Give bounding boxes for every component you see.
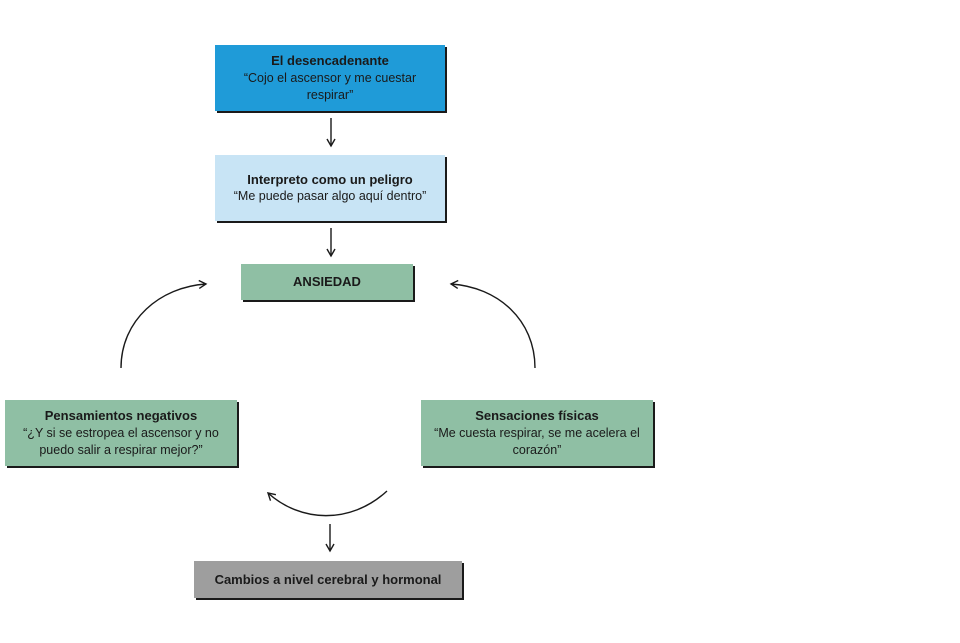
brain-hormonal-changes-title: Cambios a nivel cerebral y hormonal <box>214 571 442 587</box>
negative-thoughts-title: Pensamientos negativos <box>44 408 198 424</box>
arrow-thoughts-to-anxiety <box>120 279 208 369</box>
brain-hormonal-changes-box: Cambios a nivel cerebral y hormonal <box>194 561 462 598</box>
trigger-box: El desencadenante “Cojo el ascensor y me… <box>215 45 445 111</box>
interpretation-title: Interpreto como un peligro <box>247 171 413 187</box>
physical-sensations-title: Sensaciones físicas <box>475 408 599 424</box>
trigger-title: El desencadenante <box>271 53 389 69</box>
trigger-quote: “Cojo el ascensor y me cuestar respirar” <box>243 70 417 102</box>
anxiety-title: ANSIEDAD <box>293 274 361 290</box>
physical-sensations-box: Sensaciones físicas “Me cuesta respirar,… <box>421 400 653 466</box>
physical-sensations-quote: “Me cuesta respirar, se me acelera el co… <box>434 425 640 457</box>
interpretation-quote: “Me puede pasar algo aquí dentro” <box>233 189 427 204</box>
negative-thoughts-quote: “¿Y si se estropea el ascensor y no pued… <box>23 425 219 457</box>
arrow-sensations-to-anxiety <box>449 279 536 369</box>
arrow-sensations-to-thoughts <box>266 490 388 517</box>
interpretation-box: Interpreto como un peligro “Me puede pas… <box>215 155 445 221</box>
anxiety-box: ANSIEDAD <box>241 264 413 300</box>
negative-thoughts-box: Pensamientos negativos “¿Y si se estrope… <box>5 400 237 466</box>
